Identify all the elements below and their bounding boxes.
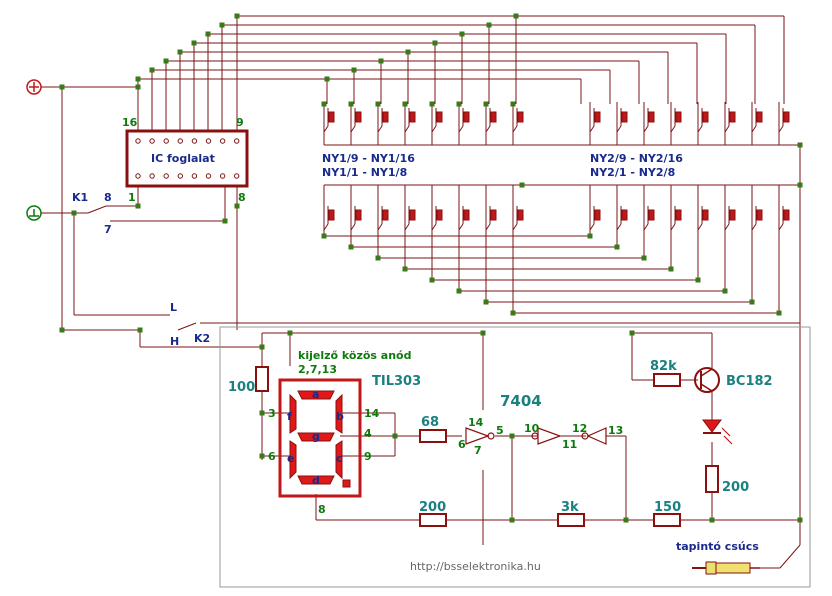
inverter-3 <box>586 427 607 445</box>
disp-pin4: 4 <box>364 427 372 440</box>
ny2-bot-label: NY2/1 - NY2/8 <box>590 166 675 179</box>
resistor-150 <box>653 513 681 527</box>
probe-label: tapintó csúcs <box>676 540 759 553</box>
k2-label: K2 <box>194 332 210 345</box>
anode-pins-label: 2,7,13 <box>298 363 337 376</box>
gate-pin14: 14 <box>468 416 484 429</box>
gate-pin12: 12 <box>572 422 587 435</box>
r68-label: 68 <box>421 415 439 430</box>
ny1-top-label: NY1/9 - NY1/16 <box>322 152 415 165</box>
r3k-label: 3k <box>561 500 579 515</box>
gate-pin5: 5 <box>496 424 504 437</box>
seg-d: d <box>312 474 320 487</box>
junction-nodes <box>59 13 803 523</box>
resistors <box>255 366 719 527</box>
k1-label: K1 <box>72 191 88 204</box>
r82k-label: 82k <box>650 359 677 374</box>
ic7404-label: 7404 <box>500 392 542 410</box>
k2-h-label: H <box>170 335 179 348</box>
r100-label: 100 <box>228 380 255 395</box>
disp-pin8: 8 <box>318 503 326 516</box>
switch-bus-wires <box>137 15 785 314</box>
labels: IC foglalat 16 9 1 8 K1 8 7 K2 L H NY1/9… <box>72 116 773 573</box>
gate-pin10: 10 <box>524 422 540 435</box>
gate-pin6: 6 <box>458 438 466 451</box>
resistor-200a <box>419 513 447 527</box>
url-label: http://bsselektronika.hu <box>410 560 541 573</box>
disp-pin6: 6 <box>268 450 276 463</box>
ic-socket <box>125 129 249 188</box>
disp-pin14: 14 <box>364 407 380 420</box>
ic-pin9-label: 9 <box>236 116 244 129</box>
ny2-top-label: NY2/9 - NY2/16 <box>590 152 683 165</box>
ny1-bot-label: NY1/1 - NY1/8 <box>322 166 407 179</box>
gate-pin13: 13 <box>608 424 623 437</box>
gate-pin11: 11 <box>562 438 577 451</box>
seg-e: e <box>287 452 294 465</box>
seven-segment-display <box>278 378 362 498</box>
k1-pos7-label: 7 <box>104 223 112 236</box>
ic-socket-label: IC foglalat <box>151 152 215 165</box>
main-wires <box>41 86 811 588</box>
resistor-82k <box>653 373 681 387</box>
seg-a: a <box>312 388 319 401</box>
seg-g: g <box>312 430 320 443</box>
k1-pos8-label: 8 <box>104 191 112 204</box>
display-body <box>278 378 362 498</box>
ic-pin8-label: 8 <box>238 191 246 204</box>
til303-label: TIL303 <box>372 374 421 389</box>
disp-pin9: 9 <box>364 450 372 463</box>
probe-tip <box>692 561 760 575</box>
r200b-label: 200 <box>722 480 749 495</box>
resistor-68 <box>419 429 447 443</box>
switch-banks <box>323 102 790 231</box>
transistor-bc182 <box>694 367 720 393</box>
resistor-200b <box>705 465 719 493</box>
ic-pin1-label: 1 <box>128 191 136 204</box>
seg-b: b <box>336 410 344 423</box>
disp-pin3: 3 <box>268 407 276 420</box>
resistor-3k <box>557 513 585 527</box>
ic-pin16-label: 16 <box>122 116 138 129</box>
common-anode-label: kijelző közös anód <box>298 349 411 362</box>
transistor-label: BC182 <box>726 374 773 389</box>
power-terminals <box>26 79 42 221</box>
inverter-2 <box>537 427 562 445</box>
k2-l-label: L <box>170 301 177 314</box>
inverters <box>465 427 607 445</box>
seg-c: c <box>336 452 343 465</box>
resistor-100 <box>255 366 269 392</box>
seg-f: f <box>287 410 292 423</box>
r200a-label: 200 <box>419 500 446 515</box>
led <box>702 419 733 445</box>
ic-socket-body <box>125 129 249 188</box>
inverter-1 <box>465 427 490 445</box>
r150-label: 150 <box>654 500 681 515</box>
gate-pin7: 7 <box>474 444 482 457</box>
